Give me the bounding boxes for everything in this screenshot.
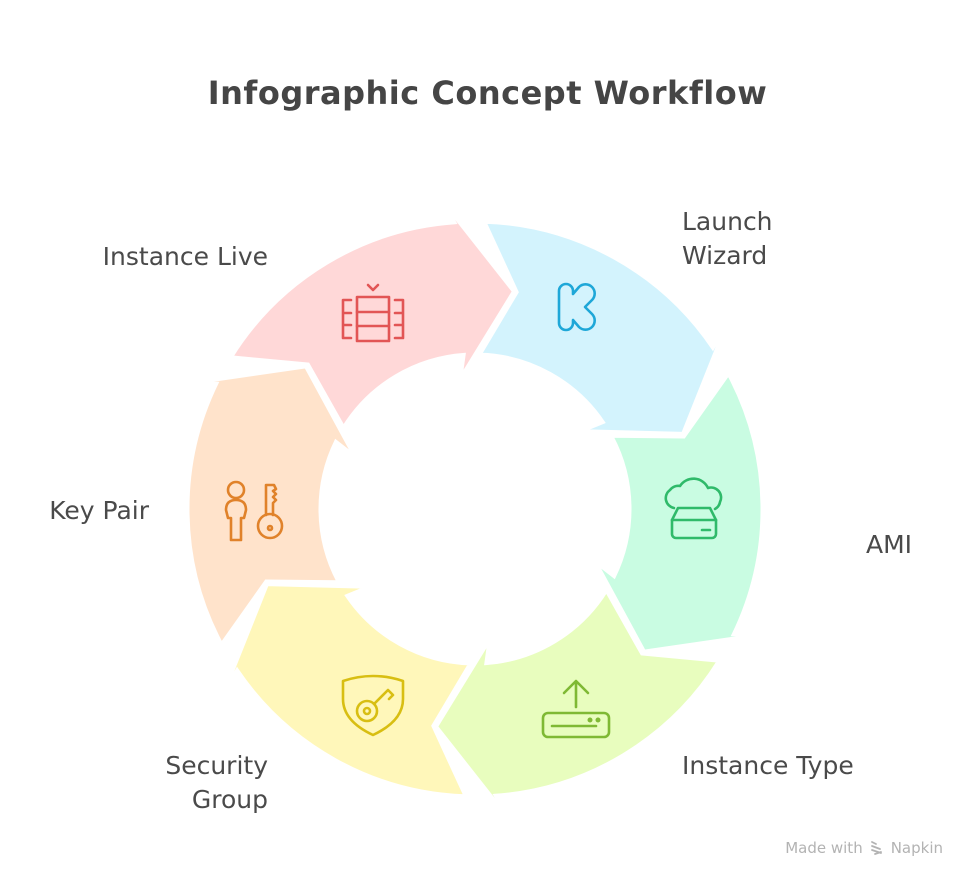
step-label-line: Instance Live [102,242,268,271]
step-label-line: Instance Type [682,751,854,780]
step-label-ami: AMI [866,528,912,562]
step-arrow-instance-live [229,200,516,430]
step-label-line: Security [165,751,268,780]
napkin-brand-text: Napkin [890,839,943,857]
upload-server-icon [541,679,611,739]
user-key-icon [224,480,284,542]
step-arrow-ami [595,371,764,653]
step-label-instance-type: Instance Type [682,749,854,783]
step-arrow-security-group [223,583,473,798]
step-arrow-launch-wizard [477,220,727,435]
made-with-napkin-badge[interactable]: Made with Napkin [785,839,943,857]
step-label-line: AMI [866,530,913,559]
shield-key-icon [341,674,405,737]
step-label-launch-wizard: Launch Wizard [682,205,773,273]
step-label-instance-live: Instance Live [103,240,268,274]
step-label-line: Group [191,785,268,814]
napkin-logo-icon [870,841,882,855]
kickstarter-k-icon [557,282,596,332]
step-label-security-group: Security Group [165,749,268,817]
cloud-server-icon [664,477,723,540]
step-arrow-instance-type [434,588,721,818]
step-label-key-pair: Key Pair [49,494,149,528]
server-check-icon [341,283,405,343]
step-label-line: Wizard [682,241,768,270]
step-arrow-key-pair [186,365,355,647]
made-with-text: Made with [785,839,863,857]
step-label-line: Launch [682,207,773,236]
step-label-line: Key Pair [49,496,149,525]
page-title: Infographic Concept Workflow [207,74,768,112]
